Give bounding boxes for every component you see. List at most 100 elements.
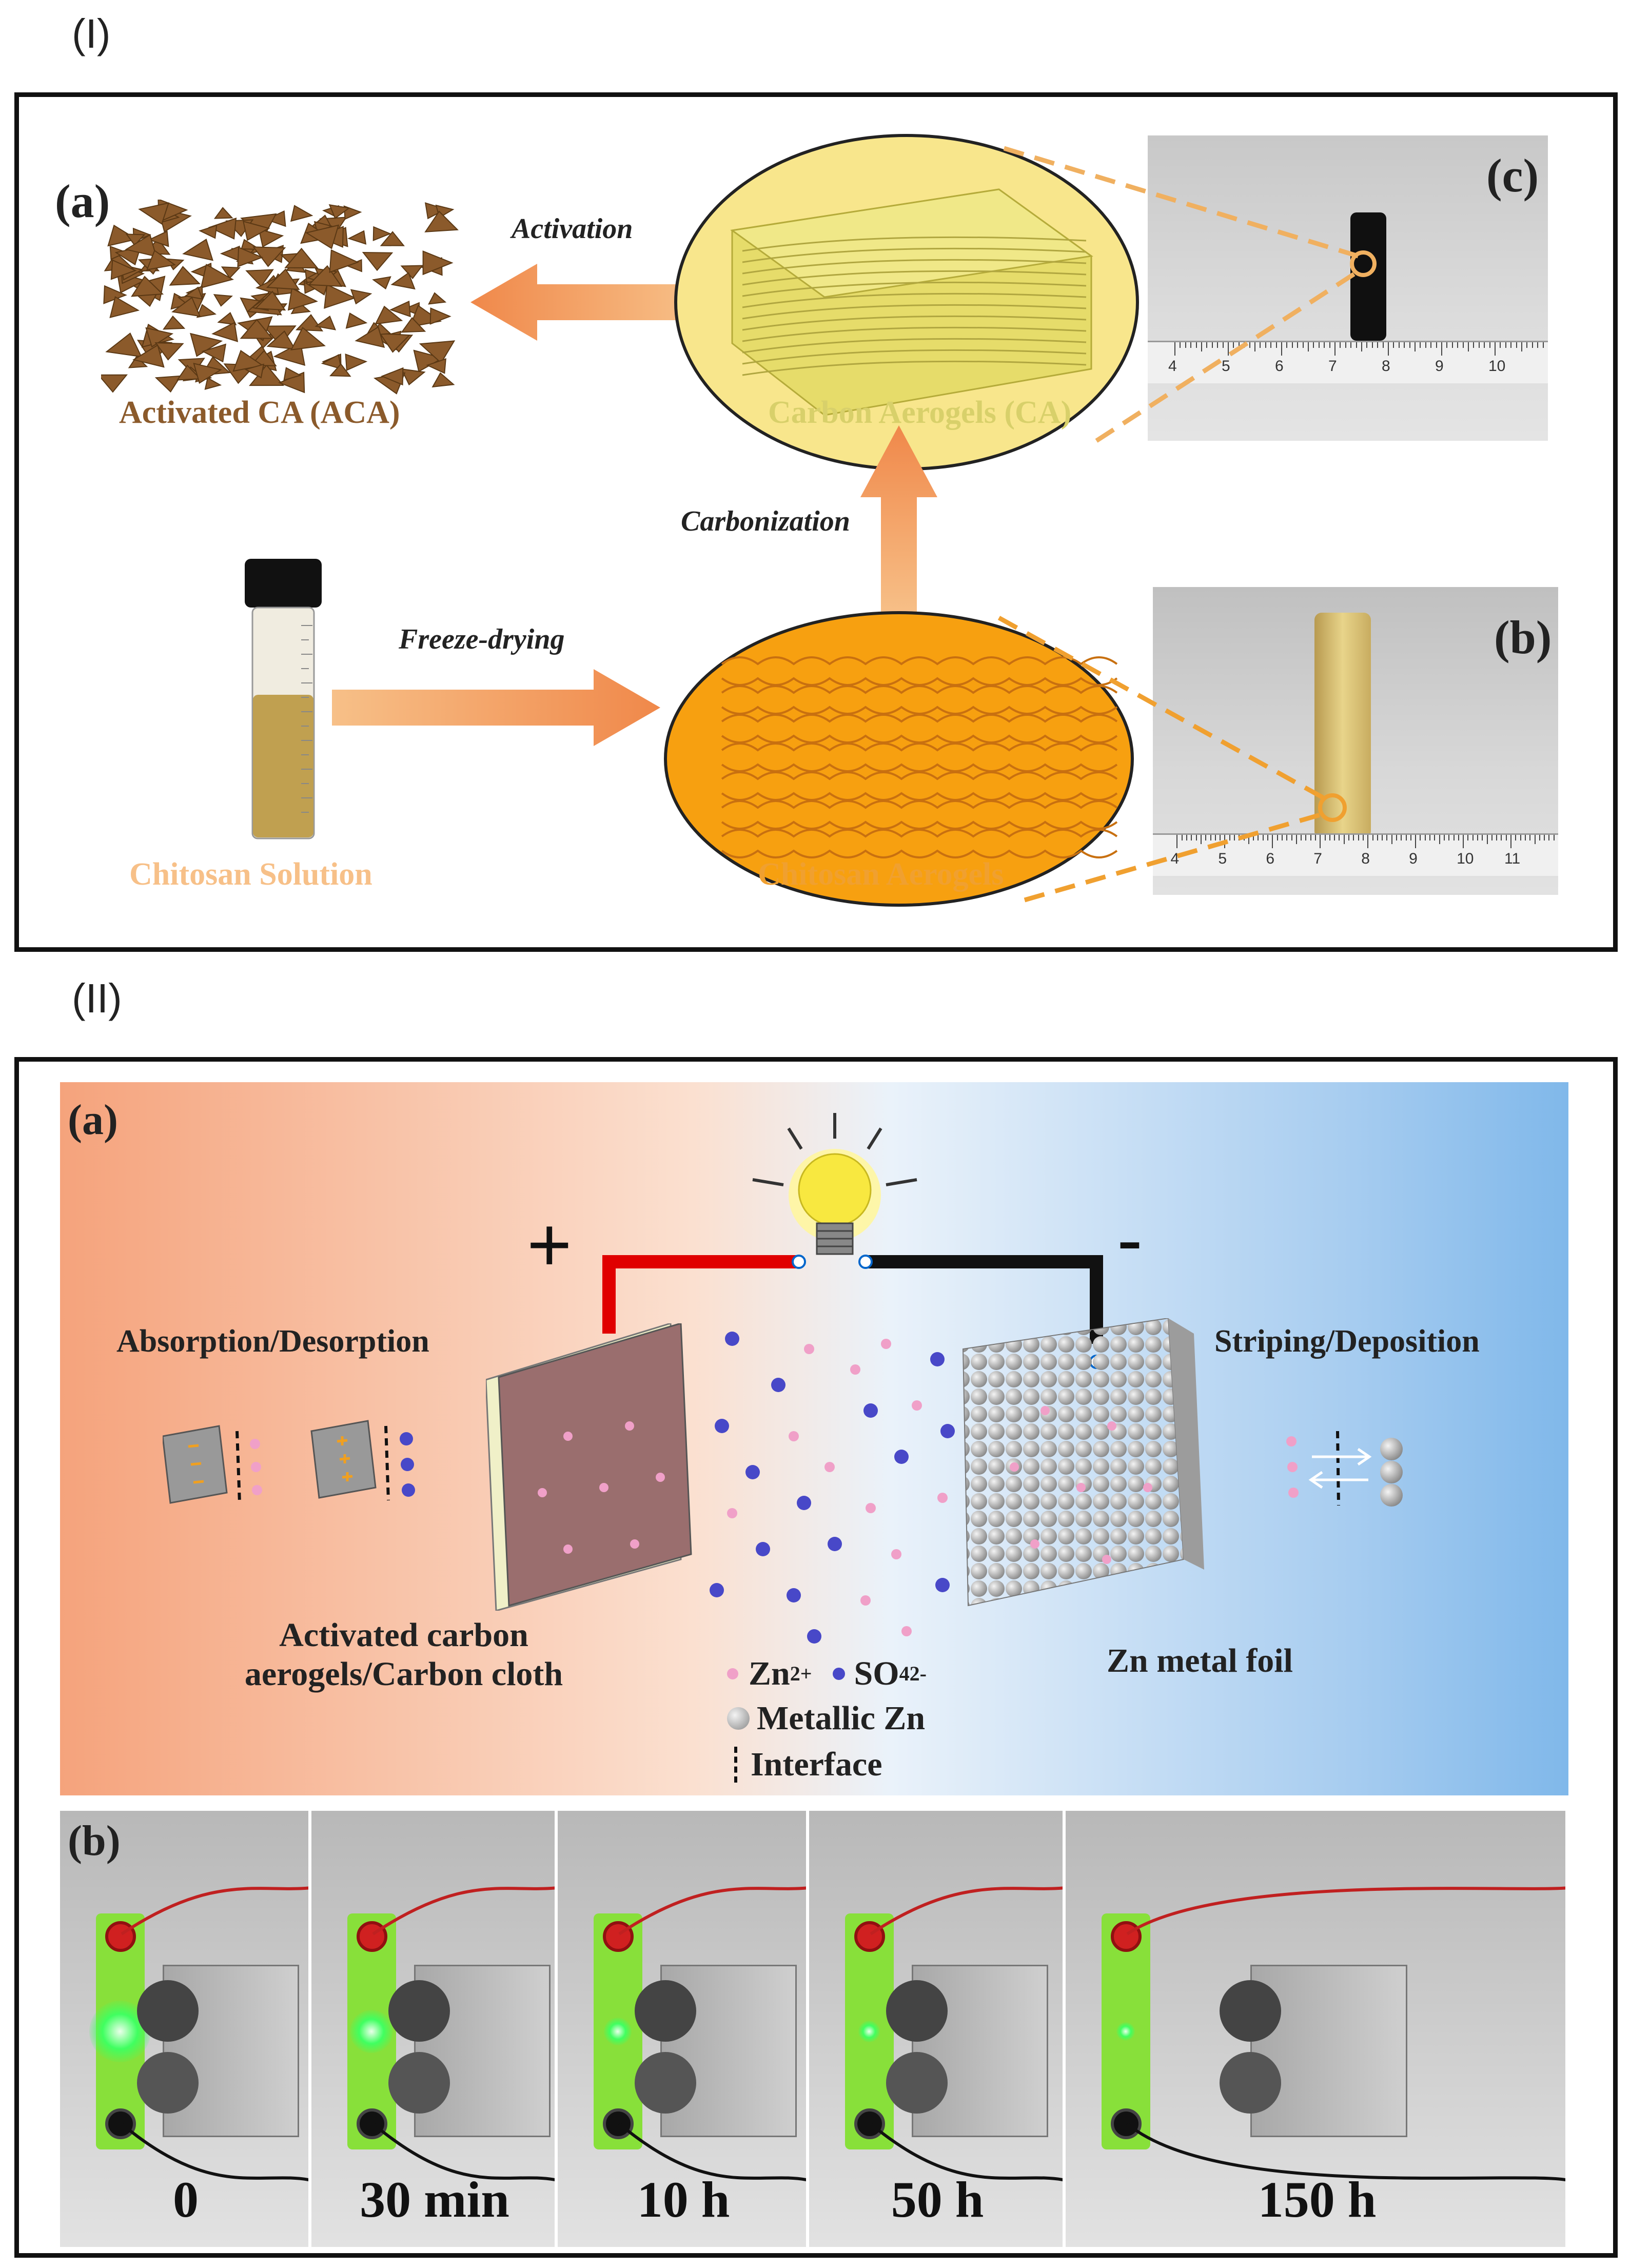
striping-mini-diagram bbox=[1286, 1431, 1403, 1507]
ruler-tick bbox=[1443, 835, 1445, 840]
aca-caption: Activated CA (ACA) bbox=[119, 395, 400, 430]
ruler-tick bbox=[1345, 342, 1346, 348]
ruler-tick bbox=[1238, 342, 1240, 348]
ruler-tick bbox=[1420, 342, 1421, 348]
led-glow bbox=[604, 2018, 632, 2045]
negative-terminal-sign: - bbox=[1117, 1196, 1143, 1282]
ruler-tick bbox=[1258, 835, 1259, 840]
aca-flakes-graphic bbox=[101, 200, 459, 395]
ruler-tick-label: 8 bbox=[1382, 358, 1390, 375]
legend-so4: SO bbox=[854, 1654, 899, 1692]
ruler-tick bbox=[1388, 342, 1389, 356]
battery-cap bbox=[137, 2052, 199, 2114]
ruler-tick bbox=[1489, 342, 1490, 348]
black-aerogel-sample bbox=[1350, 212, 1386, 341]
ruler-tick bbox=[1396, 835, 1397, 840]
ruler-tick-label: 6 bbox=[1275, 358, 1284, 375]
ruler-tick bbox=[1229, 835, 1230, 840]
ruler-tick bbox=[1425, 342, 1426, 348]
battery-cap bbox=[388, 2052, 450, 2114]
ruler-tick bbox=[1415, 342, 1416, 351]
ruler-tick bbox=[1391, 835, 1392, 844]
ruler-tick bbox=[1453, 835, 1455, 840]
zoom-lines-b bbox=[997, 616, 1347, 903]
elapsed-time-label: 50 h bbox=[891, 2171, 984, 2228]
ruler-tick bbox=[1436, 342, 1437, 348]
ruler-tick-label: 11 bbox=[1504, 850, 1521, 867]
ruler-tick bbox=[1286, 342, 1288, 348]
ruler-tick bbox=[1473, 342, 1475, 348]
ruler-tick bbox=[1429, 835, 1431, 840]
chitosan-aerogel-ellipse bbox=[664, 611, 1134, 907]
absorption-mini-diagram bbox=[163, 1420, 415, 1504]
ruler-tick bbox=[1276, 835, 1278, 840]
ruler-tick bbox=[1501, 835, 1502, 840]
ruler-tick bbox=[1496, 835, 1498, 840]
led-photo-strip: 0 30 min 10 h 50 h bbox=[60, 1811, 1568, 2247]
ruler-tick bbox=[1441, 342, 1442, 356]
ruler-tick bbox=[1448, 835, 1450, 840]
ruler-tick bbox=[1424, 835, 1426, 840]
red-terminal bbox=[1111, 1921, 1142, 1952]
red-terminal bbox=[357, 1921, 387, 1952]
black-terminal bbox=[105, 2108, 136, 2139]
legend-so4-sub: 4 bbox=[899, 1662, 910, 1685]
zn-ion-swatch bbox=[727, 1668, 738, 1679]
ruler-tick bbox=[1472, 835, 1474, 840]
ruler-tick bbox=[1324, 342, 1325, 348]
cathode-plate bbox=[486, 1323, 692, 1611]
ruler-tick bbox=[1542, 342, 1544, 348]
ruler-tick bbox=[1315, 835, 1316, 840]
ruler-tick bbox=[1211, 342, 1213, 348]
ruler-tick-label: 5 bbox=[1218, 850, 1227, 867]
ruler-tick bbox=[1405, 835, 1407, 840]
section-label-I: (I) bbox=[72, 11, 111, 56]
ruler-tick bbox=[1272, 835, 1273, 848]
ruler-tick bbox=[1180, 342, 1181, 348]
ruler-tick bbox=[1477, 835, 1478, 840]
ruler-tick bbox=[1334, 835, 1336, 840]
ruler-tick bbox=[1286, 835, 1288, 840]
ruler-tick bbox=[1458, 835, 1459, 840]
section-I-frame: (a) Activation Activated CA (ACA) Carbon… bbox=[14, 92, 1618, 952]
black-terminal bbox=[854, 2108, 885, 2139]
led-wires bbox=[372, 1886, 555, 2182]
ruler-tick-label: 5 bbox=[1222, 358, 1230, 375]
led-photo-frame: 150 h bbox=[1066, 1811, 1565, 2247]
carbon-aerogel-ellipse bbox=[674, 134, 1139, 471]
ruler-tick bbox=[1544, 835, 1545, 840]
freeze-drying-label: Freeze-drying bbox=[399, 623, 565, 655]
ruler-tick bbox=[1267, 835, 1269, 840]
ruler-tick bbox=[1270, 342, 1272, 348]
ruler-tick bbox=[1254, 342, 1255, 351]
section-label-II: (II) bbox=[72, 975, 122, 1021]
carbonization-arrow bbox=[860, 425, 937, 615]
black-terminal bbox=[357, 2108, 387, 2139]
electrolyte-ions bbox=[710, 1332, 955, 1644]
battery-cap bbox=[137, 1980, 199, 2042]
interface-swatch bbox=[734, 1747, 737, 1783]
battery-cap bbox=[388, 1980, 450, 2042]
ruler-tick bbox=[1195, 835, 1197, 840]
ruler-tick-label: 4 bbox=[1168, 358, 1177, 375]
ruler-tick bbox=[1510, 342, 1512, 348]
led-glow bbox=[1116, 2022, 1135, 2041]
elapsed-time-label: 150 h bbox=[1258, 2171, 1377, 2228]
ruler-tick bbox=[1463, 835, 1464, 848]
ruler-tick bbox=[1486, 835, 1488, 844]
zoom-lines-c bbox=[1003, 146, 1377, 443]
ruler-tick bbox=[1200, 835, 1202, 844]
legend-metallic: Metallic Zn bbox=[757, 1699, 926, 1737]
ruler-tick bbox=[1468, 342, 1469, 351]
ruler-tick bbox=[1265, 342, 1266, 348]
striping-deposition-label: Striping/Deposition bbox=[1214, 1324, 1480, 1359]
chitosan-solution-caption: Chitosan Solution bbox=[129, 857, 372, 892]
battery-schematic-panel: (a) + - bbox=[60, 1082, 1568, 1795]
led-wires bbox=[618, 1886, 806, 2182]
ruler-tick bbox=[1295, 835, 1297, 844]
legend-zn-sup: 2+ bbox=[790, 1662, 812, 1685]
